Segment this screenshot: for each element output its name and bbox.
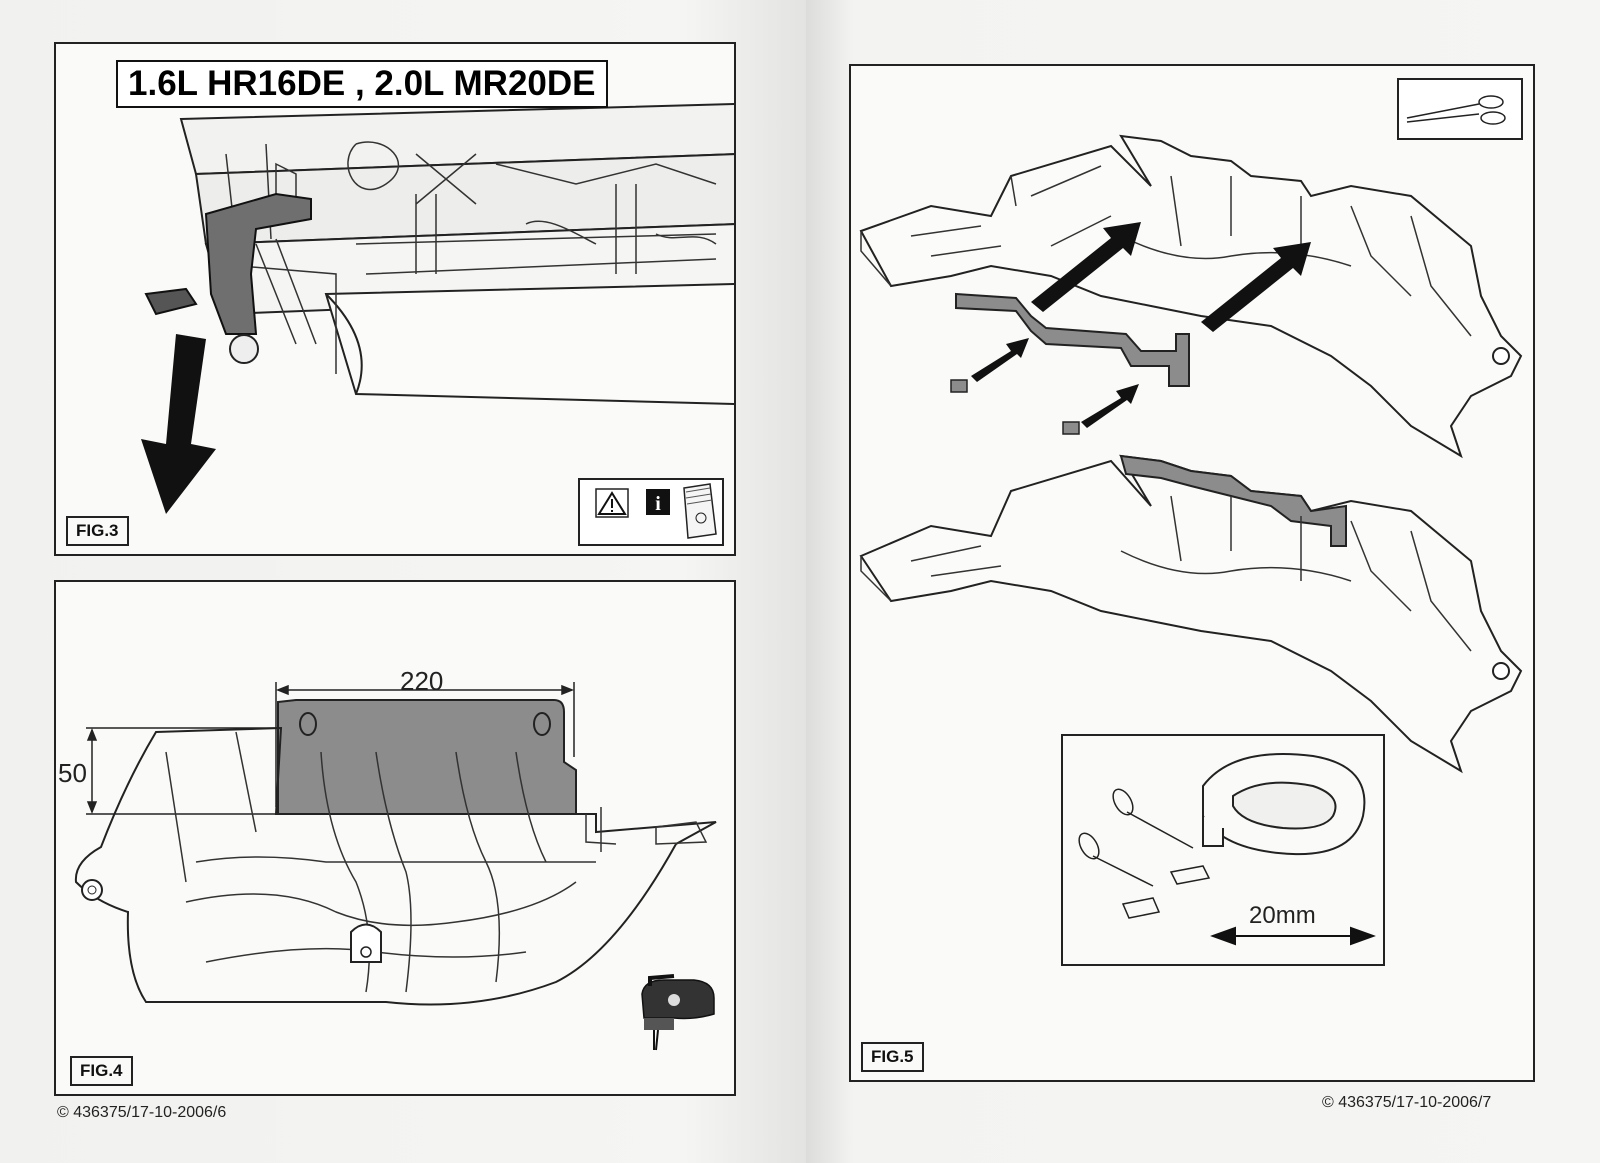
dim-height-label: 50 [58, 758, 87, 788]
svg-text:i: i [655, 493, 661, 515]
fig3-drawing [141, 103, 734, 514]
jigsaw-icon [641, 974, 715, 1051]
engine-title: 1.6L HR16DE , 2.0L MR20DE [116, 60, 608, 108]
dim-width-label: 220 [400, 666, 444, 696]
info-icon: i [646, 489, 670, 515]
fig4-label: FIG.4 [70, 1056, 133, 1086]
right-footer: © 436375/17-10-2006/7 [1322, 1094, 1492, 1111]
manual-icon [683, 483, 717, 539]
inset-dimension-label: 20mm [1249, 902, 1316, 929]
fig3-label: FIG.3 [66, 516, 129, 546]
fig5-tool-box [1397, 78, 1523, 140]
left-page: 1.6L HR16DE , 2.0L MR20DE i FIG [0, 0, 806, 1163]
small-scissors-icon [1078, 788, 1194, 887]
fig5-drawing [859, 134, 1523, 774]
fig5-label: FIG.5 [861, 1042, 924, 1072]
fig4-panel: 220 50 FIG.4 [54, 580, 736, 1096]
fig5-panel: 20mm FIG.5 [849, 64, 1535, 1082]
fig4-drawing [74, 682, 717, 1051]
fig5-inset: 20mm [1061, 734, 1385, 966]
left-footer: © 436375/17-10-2006/6 [57, 1104, 227, 1121]
scissors-icon [1406, 95, 1506, 125]
fig3-icon-strip: i [578, 478, 724, 546]
warning-icon [595, 488, 629, 518]
fig3-panel: 1.6L HR16DE , 2.0L MR20DE i FIG [54, 42, 736, 556]
right-page: 20mm FIG.5 © 436375/17-10-2006/7 [806, 0, 1600, 1163]
